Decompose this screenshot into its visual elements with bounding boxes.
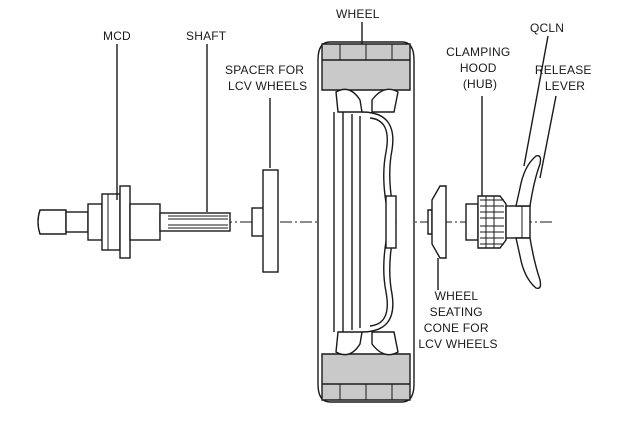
label-seating-cone: WHEEL SEATING CONE FOR LCV WHEELS — [418, 289, 497, 351]
label-qcln: QCLN — [530, 21, 564, 35]
qcln-part — [505, 154, 542, 290]
label-release-lever: RELEASE LEVER — [535, 63, 595, 93]
label-mcd: MCD — [103, 29, 131, 43]
label-clamping-hood: CLAMPING HOOD (HUB) — [446, 45, 514, 91]
mcd-part — [37, 185, 161, 259]
clamping-hood-part — [465, 195, 507, 249]
label-shaft: SHAFT — [186, 29, 227, 43]
leader-release-lever — [539, 95, 557, 179]
leader-qcln — [523, 35, 549, 167]
label-spacer: SPACER FOR LCV WHEELS — [225, 63, 308, 93]
wheel-part — [317, 41, 415, 403]
label-wheel: WHEEL — [336, 7, 380, 21]
seating-cone-part — [427, 185, 447, 259]
spacer-part — [251, 169, 279, 273]
shaft-part — [159, 212, 231, 232]
